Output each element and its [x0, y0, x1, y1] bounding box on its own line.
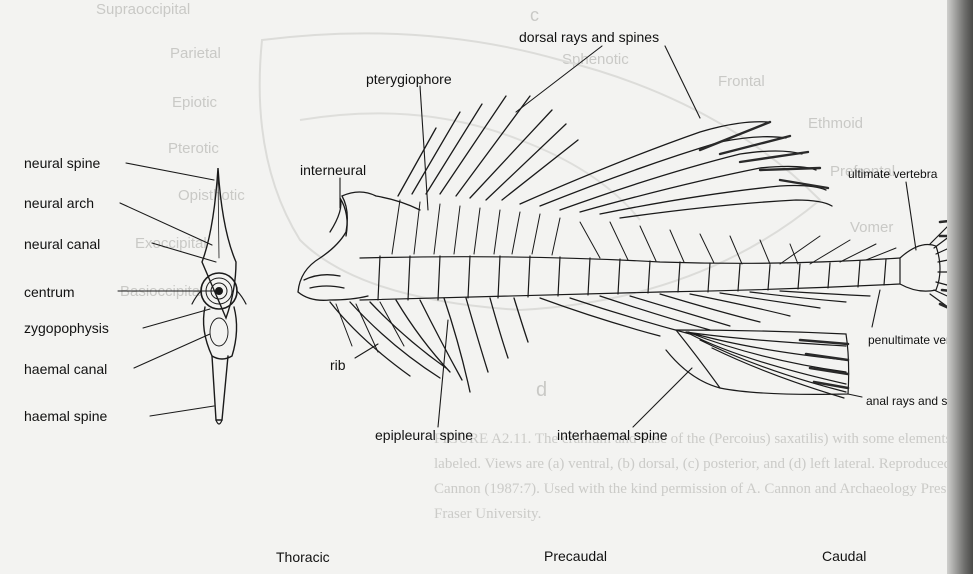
vertebra-cross-section	[192, 168, 246, 424]
label-pterygiophore: pterygiophore	[366, 72, 452, 86]
label-rib: rib	[330, 358, 346, 372]
label-interneural: interneural	[300, 163, 366, 177]
label-ultimate-vertebra: ultimate vertebra	[848, 168, 937, 180]
label-haemal-canal: haemal canal	[24, 362, 107, 376]
region-caudal: Caudal	[822, 549, 866, 563]
label-neural-canal: neural canal	[24, 237, 100, 251]
label-haemal-spine: haemal spine	[24, 409, 107, 423]
label-neural-arch: neural arch	[24, 196, 94, 210]
pterygiophores	[392, 200, 798, 264]
dorsal-spines	[398, 96, 832, 218]
region-thoracic: Thoracic	[276, 550, 330, 564]
haemal-spines	[540, 291, 870, 336]
label-neural-spine: neural spine	[24, 156, 100, 170]
skull-base	[298, 192, 420, 300]
label-zygopophysis: zygopophysis	[24, 321, 109, 335]
label-centrum: centrum	[24, 285, 75, 299]
vertebral-column	[360, 245, 940, 301]
page-edge-shadow	[947, 0, 973, 574]
label-interhaemal-spine: interhaemal spine	[557, 428, 668, 442]
anal-fin	[666, 330, 849, 398]
label-dorsal-rays: dorsal rays and spines	[519, 30, 659, 44]
label-epipleural-spine: epipleural spine	[375, 428, 473, 442]
ribs	[330, 298, 528, 392]
region-precaudal: Precaudal	[544, 549, 607, 563]
